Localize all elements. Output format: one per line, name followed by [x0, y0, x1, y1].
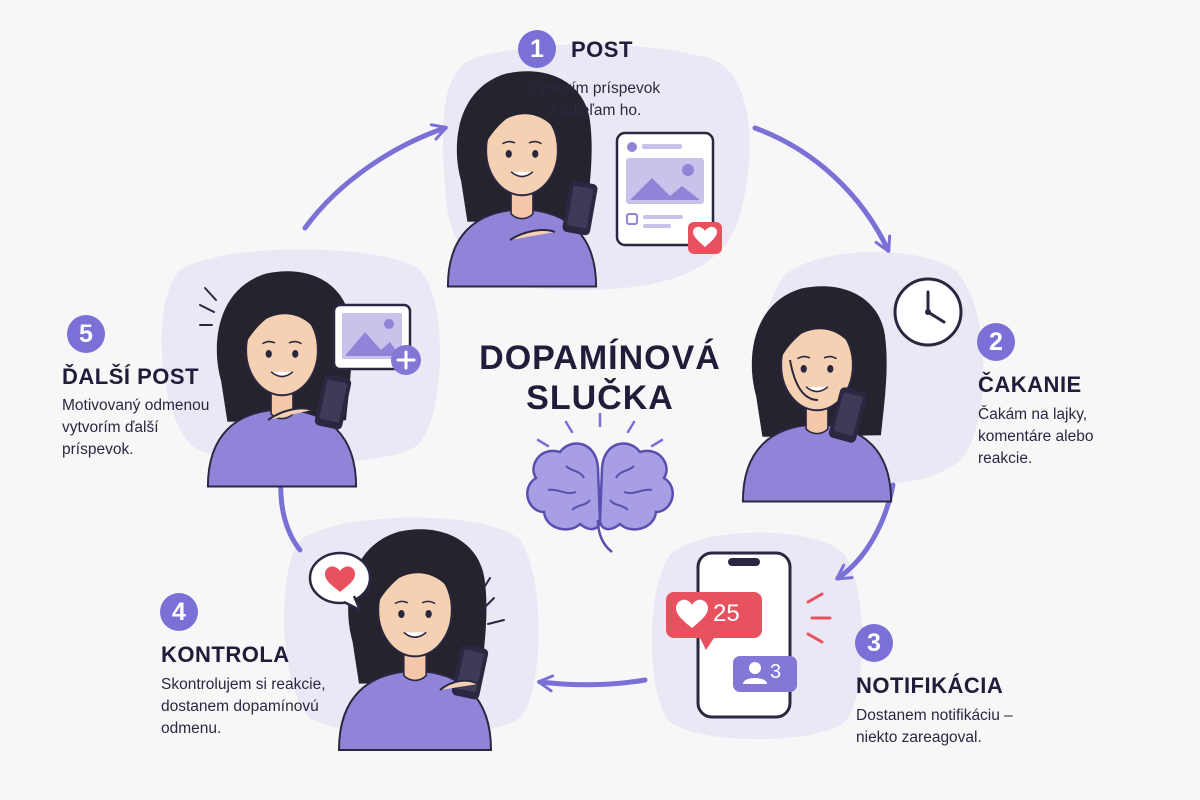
step-2-illustration — [741, 277, 963, 503]
heart-icon — [693, 226, 717, 247]
step-3-title: NOTIFIKÁCIA — [856, 673, 1004, 698]
step-4-title: KONTROLA — [161, 642, 290, 667]
likes-badge — [666, 592, 762, 650]
arrow-1-to-2 — [752, 125, 892, 253]
step-1-description: Vytvorím príspevok a zdieľam ho. — [528, 80, 661, 119]
cycle-arrows — [271, 123, 896, 693]
heart-badge-1 — [688, 222, 722, 254]
step-2-number: 2 — [977, 323, 1015, 361]
step-2-description: Čakám na lajky, komentáre alebo reakcie. — [978, 406, 1094, 467]
title-line-1: DOPAMÍNOVÁ — [479, 339, 721, 377]
diagram-title: DOPAMÍNOVÁ SLUČKA — [455, 338, 745, 418]
arrow-3-to-4 — [537, 674, 648, 693]
step-5-number: 5 — [67, 315, 105, 353]
likes-count: 25 — [713, 600, 740, 627]
post-card — [615, 131, 715, 247]
step-2-title: ČAKANIE — [978, 372, 1082, 397]
title-line-2: SLUČKA — [526, 379, 674, 417]
step-1-illustration — [446, 70, 722, 288]
clock-icon — [893, 277, 963, 347]
followers-badge — [733, 656, 797, 692]
step-4-number: 4 — [160, 593, 198, 631]
plus-icon — [391, 345, 421, 375]
step-3-number: 3 — [855, 624, 893, 662]
followers-count: 3 — [770, 661, 782, 683]
arrow-5-to-1 — [302, 123, 448, 231]
speech-bubble — [308, 551, 372, 612]
step-4-illustration — [308, 528, 505, 752]
brain-icon — [526, 412, 674, 553]
image-icon — [332, 303, 412, 371]
step-5-illustration — [199, 270, 421, 488]
step-3-illustration — [666, 551, 832, 719]
user-icon — [749, 662, 761, 674]
heart-icon — [676, 599, 708, 628]
step-3-description: Dostanem notifikáciu – niekto zareagoval… — [856, 707, 1013, 746]
step-1-number: 1 — [518, 30, 556, 68]
heart-icon — [325, 566, 355, 592]
step-5-title: ĎALŠÍ POST — [62, 364, 200, 389]
step-1-title: POST — [571, 37, 633, 62]
step-5-description: Motivovaný odmenou vytvorím ďalší príspe… — [62, 397, 210, 458]
step-4-description: Skontrolujem si reakcie, dostanem dopamí… — [161, 676, 326, 737]
